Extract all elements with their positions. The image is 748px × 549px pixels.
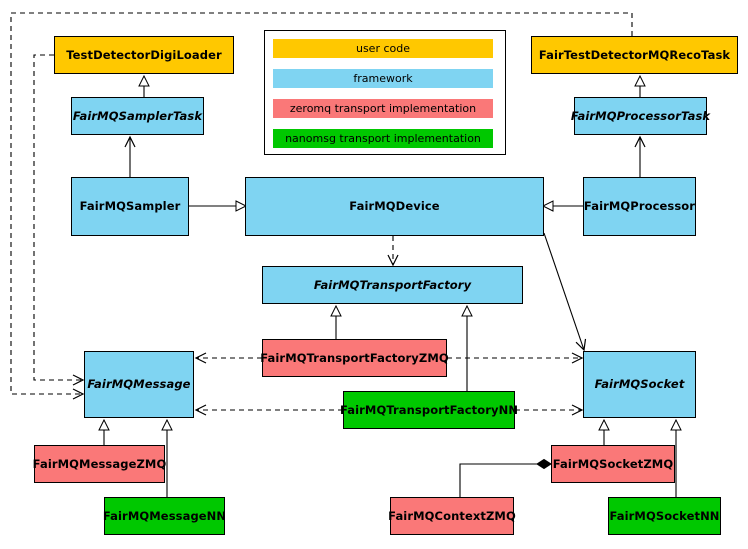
class-node-FairMQTransportFactoryZMQ[interactable]: FairMQTransportFactoryZMQ <box>260 339 449 377</box>
legend-swatch-framework <box>273 69 493 88</box>
class-node-label: FairMQMessageNN <box>102 508 227 523</box>
class-node-FairMQTransportFactory[interactable]: FairMQTransportFactory <box>262 266 523 304</box>
class-node-label: FairMQTransportFactoryNN <box>339 402 519 417</box>
class-node-label: FairMQSampler <box>79 199 181 214</box>
class-node-label: FairMQSocketZMQ <box>552 456 674 471</box>
class-node-FairMQProcessor[interactable]: FairMQProcessor <box>583 177 696 236</box>
edge-digiloader-to-message <box>33 54 85 386</box>
class-node-label: FairMQDevice <box>349 199 440 214</box>
class-node-label: FairMQSamplerTask <box>72 108 203 123</box>
class-node-FairTestDetectorMQRecoTask[interactable]: FairTestDetectorMQRecoTask <box>531 36 738 74</box>
class-node-FairMQMessageZMQ[interactable]: FairMQMessageZMQ <box>32 445 167 483</box>
edge-contextzmq-to-socketzmq <box>459 458 552 497</box>
legend-label-nanomsg: nanomsg transport implementation <box>285 132 481 145</box>
class-node-FairMQSocketZMQ[interactable]: FairMQSocketZMQ <box>551 445 675 483</box>
class-node-FairMQSamplerTask[interactable]: FairMQSamplerTask <box>71 97 204 135</box>
class-node-FairMQContextZMQ[interactable]: FairMQContextZMQ <box>388 497 516 535</box>
class-node-FairMQMessageNN[interactable]: FairMQMessageNN <box>102 497 227 535</box>
class-node-label: FairMQTransportFactory <box>313 277 472 292</box>
legend-label-user-code: user code <box>355 42 411 55</box>
class-node-FairMQProcessorTask[interactable]: FairMQProcessorTask <box>570 97 711 135</box>
class-node-FairMQSocket[interactable]: FairMQSocket <box>583 351 696 418</box>
class-node-TestDetectorDigiLoader[interactable]: TestDetectorDigiLoader <box>54 36 234 74</box>
class-node-label: FairMQSocketNN <box>609 508 720 523</box>
legend-swatch-nanomsg <box>273 129 493 148</box>
class-node-label: FairMQMessageZMQ <box>32 456 167 471</box>
class-node-label: TestDetectorDigiLoader <box>66 47 222 62</box>
class-node-FairMQMessage[interactable]: FairMQMessage <box>84 351 194 418</box>
class-node-label: FairMQTransportFactoryZMQ <box>260 350 449 365</box>
edge-recotask-to-message <box>10 12 633 400</box>
legend-swatch-user-code <box>273 39 493 58</box>
legend-label-zeromq: zeromq transport implementation <box>289 102 477 115</box>
class-node-label: FairMQContextZMQ <box>388 508 516 523</box>
class-node-label: FairMQProcessorTask <box>570 108 711 123</box>
legend-panel: user code framework zeromq transport imp… <box>264 30 506 155</box>
class-node-FairMQSocketNN[interactable]: FairMQSocketNN <box>608 497 721 535</box>
class-node-FairMQDevice[interactable]: FairMQDevice <box>245 177 544 236</box>
edge-device-to-socket <box>543 232 587 352</box>
class-node-label: FairMQProcessor <box>583 199 696 214</box>
class-node-label: FairTestDetectorMQRecoTask <box>538 47 731 62</box>
legend-label-framework: framework <box>353 72 413 85</box>
class-node-FairMQSampler[interactable]: FairMQSampler <box>71 177 189 236</box>
legend-swatch-zeromq <box>273 99 493 118</box>
class-node-label: FairMQSocket <box>594 377 685 392</box>
class-node-FairMQTransportFactoryNN[interactable]: FairMQTransportFactoryNN <box>339 391 519 429</box>
class-node-label: FairMQMessage <box>87 377 191 392</box>
